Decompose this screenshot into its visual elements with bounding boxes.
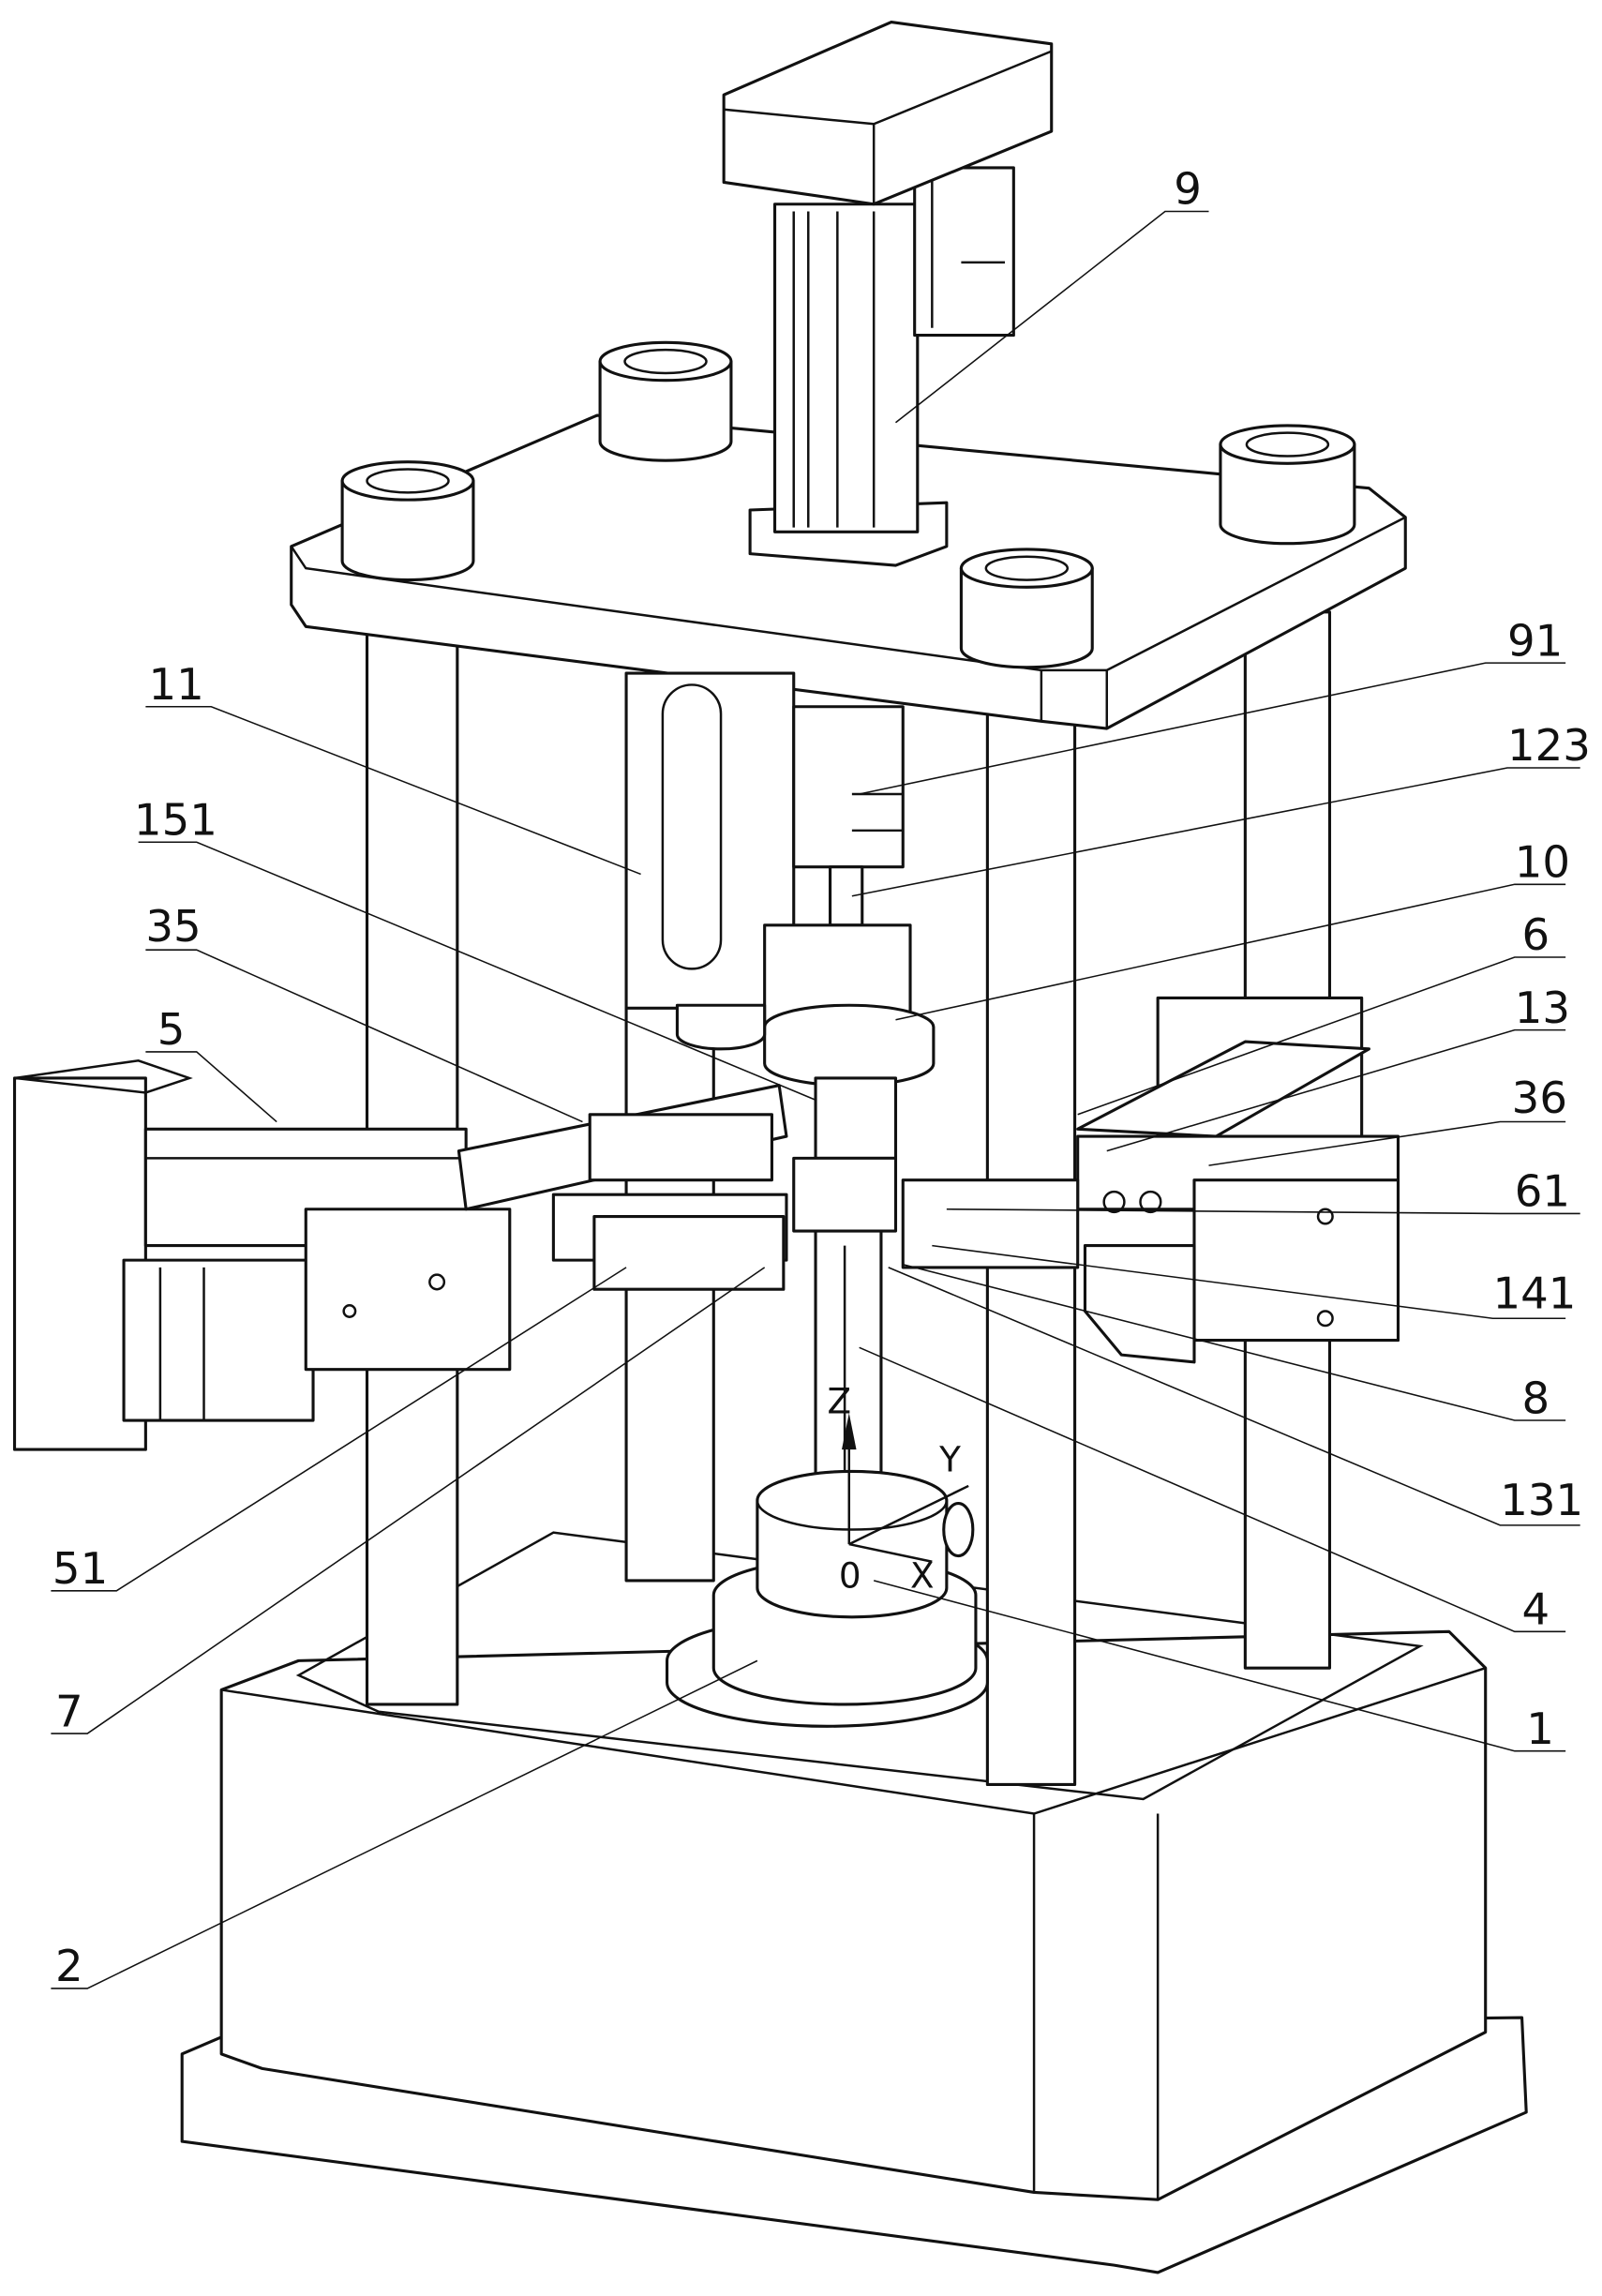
right-slide-unit [903, 998, 1398, 1361]
label-61: 61 [1515, 1166, 1570, 1217]
label-91: 91 [1507, 615, 1563, 666]
axis-label-z: Z [827, 1380, 851, 1421]
axis-label-x: X [910, 1555, 935, 1597]
label-36: 36 [1512, 1073, 1567, 1123]
label-7: 7 [55, 1686, 83, 1736]
label-11: 11 [148, 659, 203, 710]
axis-label-y: Y [938, 1438, 961, 1479]
label-8: 8 [1522, 1373, 1550, 1423]
label-141: 141 [1492, 1268, 1576, 1318]
axis-label-origin: 0 [839, 1555, 861, 1597]
label-1: 1 [1526, 1703, 1554, 1754]
label-13: 13 [1515, 983, 1570, 1033]
label-6: 6 [1522, 909, 1550, 960]
label-9: 9 [1174, 164, 1202, 215]
label-35: 35 [145, 901, 201, 952]
label-131: 131 [1500, 1475, 1583, 1525]
label-4: 4 [1522, 1584, 1550, 1635]
label-5: 5 [157, 1004, 186, 1055]
label-123: 123 [1507, 720, 1591, 771]
label-51: 51 [52, 1543, 108, 1594]
label-10: 10 [1515, 837, 1570, 888]
label-2: 2 [55, 1941, 83, 1991]
label-151: 151 [134, 794, 217, 845]
